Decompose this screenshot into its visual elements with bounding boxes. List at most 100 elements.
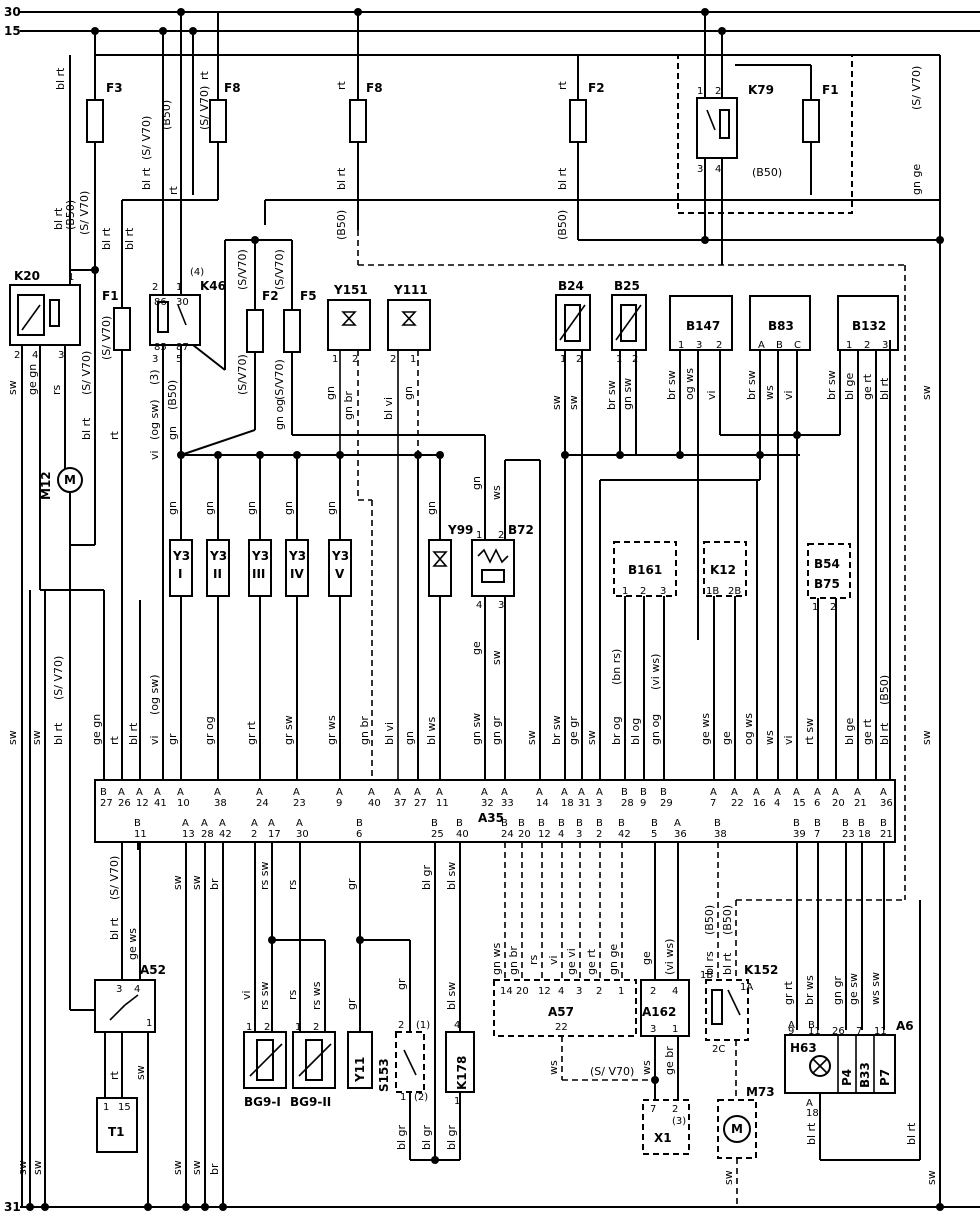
- svg-text:A57: A57: [548, 1005, 574, 1019]
- svg-text:2: 2: [390, 354, 396, 365]
- a35-pin-label: 12: [538, 829, 551, 840]
- svg-text:(B50): (B50): [160, 100, 173, 130]
- a35-pin-label: 3: [576, 829, 582, 840]
- svg-text:br sw: br sw: [605, 380, 618, 410]
- a35-pin-label: 37: [394, 798, 407, 809]
- a35-pin-label: A: [710, 787, 717, 798]
- svg-text:F8: F8: [366, 81, 383, 95]
- svg-text:7: 7: [650, 1104, 656, 1115]
- a35-pin-label: B: [538, 818, 545, 829]
- svg-text:(B50): (B50): [703, 905, 716, 935]
- svg-text:22: 22: [555, 1022, 568, 1033]
- a35-pin-label: B: [558, 818, 565, 829]
- svg-text:26: 26: [832, 1026, 845, 1037]
- svg-text:gr: gr: [395, 978, 408, 990]
- a35-pin-label: A: [177, 787, 184, 798]
- svg-text:gr ws: gr ws: [325, 715, 338, 745]
- svg-text:30: 30: [4, 5, 21, 19]
- svg-text:rt: rt: [108, 1070, 121, 1080]
- a35-pin-label: 42: [219, 829, 232, 840]
- valve-y11: Y11: [347, 1031, 373, 1089]
- svg-text:ge br: ge br: [663, 1046, 676, 1075]
- svg-text:gn: gn: [403, 731, 416, 745]
- svg-text:gr: gr: [166, 733, 179, 745]
- svg-text:gn: gn: [324, 386, 337, 400]
- a35-pin-label: 27: [414, 798, 427, 809]
- a35-pin-label: A: [674, 818, 681, 829]
- svg-text:1: 1: [68, 272, 74, 283]
- a35-pin-label: 9: [336, 798, 342, 809]
- svg-text:1: 1: [672, 1024, 678, 1035]
- svg-text:14: 14: [500, 986, 513, 997]
- svg-text:gr sw: gr sw: [282, 715, 295, 745]
- fuse-f5: F5: [283, 289, 317, 353]
- svg-text:gn ws: gn ws: [490, 943, 503, 975]
- a35-top-pins: B27A26A12A41A10A38A24A23A9A40A37A27A11A3…: [100, 787, 893, 809]
- svg-text:rs ws: rs ws: [310, 981, 323, 1010]
- svg-text:br sw: br sw: [550, 715, 563, 745]
- svg-text:12: 12: [538, 986, 551, 997]
- svg-text:30: 30: [176, 297, 189, 308]
- valve-y3-iv: Y3 IV gn gr sw: [282, 455, 309, 780]
- a35-pin-label: A: [118, 787, 125, 798]
- a35-pin-label: 32: [481, 798, 494, 809]
- a35-pin-label: B: [456, 818, 463, 829]
- svg-text:ge ws: ge ws: [699, 713, 712, 745]
- svg-text:B: B: [776, 340, 783, 351]
- svg-text:15: 15: [118, 1102, 131, 1113]
- a35-pin-label: A: [774, 787, 781, 798]
- fuse-f3: F3: [86, 81, 123, 143]
- svg-text:gn og: gn og: [649, 714, 662, 745]
- svg-text:sw: sw: [171, 1160, 184, 1175]
- svg-text:og ws: og ws: [742, 713, 755, 745]
- svg-text:br: br: [208, 1163, 221, 1175]
- svg-text:gn ge: gn ge: [607, 944, 620, 975]
- a35-pin-label: A: [436, 787, 443, 798]
- a35-pin-label: A: [854, 787, 861, 798]
- svg-text:A162: A162: [642, 1005, 676, 1019]
- a35-pin-label: 23: [293, 798, 306, 809]
- svg-text:rt: rt: [335, 80, 348, 90]
- a35-pin-label: 20: [518, 829, 531, 840]
- svg-text:31: 31: [4, 1200, 21, 1214]
- a35-pin-label: B: [576, 818, 583, 829]
- a35-pin-label: A: [136, 787, 143, 798]
- svg-text:vi: vi: [148, 735, 161, 745]
- svg-text:M: M: [731, 1122, 743, 1136]
- svg-text:gr: gr: [345, 878, 358, 890]
- a35-pin-label: 13: [182, 829, 195, 840]
- svg-text:bl rs: bl rs: [703, 951, 716, 975]
- svg-text:br sw: br sw: [665, 370, 678, 400]
- a35-pin-label: 25: [431, 829, 444, 840]
- a35-pin-label: 22: [731, 798, 744, 809]
- svg-text:18: 18: [806, 1108, 819, 1119]
- a35-pin-label: 11: [436, 798, 449, 809]
- svg-text:sw: sw: [490, 650, 503, 665]
- svg-text:(S/ V70): (S/ V70): [52, 656, 65, 700]
- svg-text:1: 1: [410, 354, 416, 365]
- a35-pin-label: 27: [100, 798, 113, 809]
- svg-text:20: 20: [516, 986, 529, 997]
- valve-y99: Y99 gn bl ws: [425, 455, 473, 780]
- svg-text:bl gr: bl gr: [445, 1124, 458, 1150]
- a35-pin-label: 21: [880, 829, 893, 840]
- svg-text:bl rt: bl rt: [721, 952, 734, 975]
- svg-text:gn br: gn br: [342, 391, 355, 420]
- svg-text:11: 11: [808, 1026, 821, 1037]
- svg-text:(S/ V70): (S/ V70): [100, 316, 113, 360]
- svg-text:ws: ws: [640, 1060, 653, 1075]
- svg-text:A35: A35: [478, 811, 504, 825]
- svg-text:sw: sw: [585, 730, 598, 745]
- a35-pin-label: B: [651, 818, 658, 829]
- svg-text:4: 4: [715, 164, 721, 175]
- svg-text:br ws: br ws: [803, 975, 816, 1005]
- svg-text:(S/V70): (S/V70): [236, 354, 249, 395]
- fuse-f1-b: F1: [102, 289, 131, 351]
